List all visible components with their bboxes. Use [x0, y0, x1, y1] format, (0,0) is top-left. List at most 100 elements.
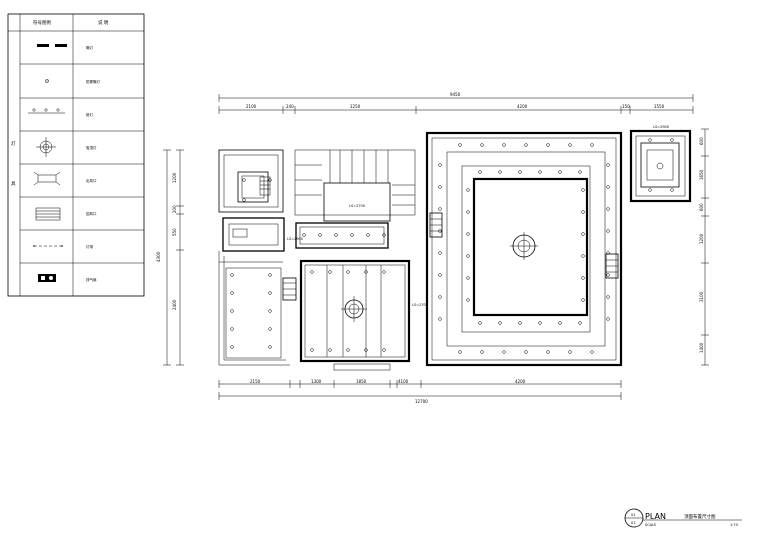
legend-table: 符号图例 说 明 灯 具: [7, 13, 145, 297]
title-scale-label: SCALE: [645, 523, 656, 527]
dim-bottom-seg-4: 4200: [515, 379, 526, 384]
spot-light-marker: [438, 207, 442, 211]
spot-light-marker: [581, 254, 585, 258]
legend-side-label-bottom: 具: [11, 181, 16, 187]
spot-light-marker: [242, 198, 246, 202]
title-sub-number: 01: [631, 521, 635, 525]
dim-bottom-seg-2: 1850: [356, 379, 367, 384]
left-dimensions: 4300 1200 200 550 2400: [156, 149, 184, 366]
spot-light-marker: [581, 232, 585, 236]
dim-top-total: 9450: [450, 92, 461, 97]
dim-top-seg-2: 1250: [350, 104, 361, 109]
dim-left-2: 550: [172, 228, 177, 236]
title-text: 顶面布置尺寸图: [684, 513, 716, 520]
spot-light-marker: [568, 350, 572, 354]
spot-light-marker: [670, 188, 674, 192]
room-dining: LS=2700: [299, 259, 428, 371]
spot-light-marker: [558, 170, 562, 174]
legend-desc-6: 灯带: [86, 244, 93, 249]
legend-desc-7: 排气扇: [86, 277, 97, 282]
dim-right-0: 600: [699, 137, 704, 145]
spot-light-marker: [581, 298, 585, 302]
spot-light-marker: [230, 273, 234, 277]
legend-side-label-top: 灯: [11, 140, 16, 147]
title-plan: PLAN: [645, 512, 666, 521]
spot-light-marker: [230, 309, 234, 313]
spot-light-marker: [230, 291, 234, 295]
spot-light-marker: [302, 233, 306, 237]
right-dimensions: 600 1650 600 1200 3100 1400: [699, 128, 709, 366]
light-strip-icon: [33, 245, 63, 247]
spot-light-marker: [518, 321, 522, 325]
dim-right-4: 3100: [699, 291, 704, 302]
spot-light-marker: [606, 185, 610, 189]
spot-light-marker: [606, 273, 610, 277]
dim-top-seg-0: 2100: [246, 104, 257, 109]
spot-light-marker: [458, 143, 462, 147]
spot-light-icon: [45, 79, 49, 83]
spot-light-marker: [670, 138, 674, 142]
spot-light-marker: [648, 188, 652, 192]
spot-light-marker: [581, 210, 585, 214]
spot-light-marker: [382, 270, 386, 274]
dim-top-seg-4: 150: [622, 104, 630, 109]
spot-light-marker: [502, 350, 506, 354]
dim-right-5: 1400: [699, 342, 704, 353]
dim-left-4: 2400: [172, 299, 177, 310]
spot-light-marker: [382, 348, 386, 352]
spot-light-marker: [364, 348, 368, 352]
vent-grille-icon: [33, 171, 61, 186]
spot-light-marker: [480, 350, 484, 354]
spot-light-marker: [498, 321, 502, 325]
spot-light-marker: [230, 327, 234, 331]
spot-light-marker: [546, 143, 550, 147]
spot-light-marker: [578, 170, 582, 174]
legend-desc-5: 回风口: [86, 212, 97, 216]
spot-light-marker: [268, 327, 272, 331]
room-label-4: LS=2900: [653, 125, 669, 129]
spot-light-marker: [438, 251, 442, 255]
dim-left-1: 200: [172, 205, 177, 213]
spot-light-marker: [328, 270, 332, 274]
bottom-dimensions: 2150 1300 1850 4100 4200 12700: [218, 379, 622, 404]
room-mid-left-box: [222, 217, 285, 252]
spot-light-marker: [438, 163, 442, 167]
spot-light-marker: [648, 138, 652, 142]
spot-light-marker: [268, 273, 272, 277]
spot-light-marker: [524, 143, 528, 147]
spot-light-marker: [606, 207, 610, 211]
legend-desc-0: 筒灯: [86, 45, 93, 50]
dim-top-seg-5: 1550: [654, 104, 665, 109]
spot-light-marker: [606, 229, 610, 233]
spot-light-marker: [438, 273, 442, 277]
track-light-icon: [28, 108, 65, 114]
dim-top-seg-1: 240: [286, 104, 294, 109]
spot-light-marker: [328, 348, 332, 352]
spot-light-marker: [466, 298, 470, 302]
spot-light-marker: [502, 143, 506, 147]
staircase: LS=2700: [294, 149, 416, 222]
downlight-pair-icon: [37, 44, 67, 47]
spot-light-marker: [466, 254, 470, 258]
exhaust-fan-icon: [38, 274, 56, 282]
legend-desc-2: 射灯: [86, 112, 93, 117]
spot-light-marker: [606, 295, 610, 299]
spot-light-marker: [558, 321, 562, 325]
spot-light-marker: [438, 317, 442, 321]
spot-light-marker: [578, 321, 582, 325]
spot-light-marker: [466, 188, 470, 192]
spot-light-marker: [538, 321, 542, 325]
spot-light-marker: [350, 233, 354, 237]
spot-light-marker: [438, 229, 442, 233]
spot-light-marker: [546, 350, 550, 354]
room-label-2: LS=2900: [287, 237, 303, 241]
spot-light-marker: [606, 251, 610, 255]
room-label-1: LS=2700: [349, 204, 365, 208]
spot-light-marker: [268, 178, 272, 182]
dim-right-1: 1650: [699, 169, 704, 180]
dim-bottom-seg-0: 2150: [250, 379, 261, 384]
spot-light-marker: [498, 170, 502, 174]
spot-light-marker: [364, 270, 368, 274]
spot-light-marker: [524, 350, 528, 354]
spot-light-marker: [590, 350, 594, 354]
